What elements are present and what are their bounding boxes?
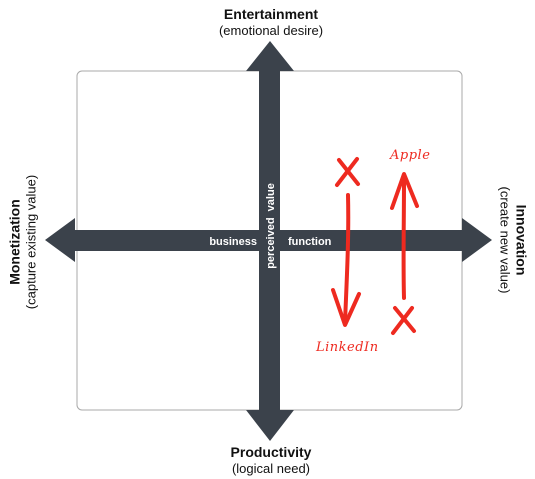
top-axis-subtitle: (emotional desire) xyxy=(218,23,324,38)
bottom-axis-label: Productivity (logical need) xyxy=(231,444,312,477)
cross-icon-bottom xyxy=(391,306,416,335)
bottom-axis-subtitle: (logical need) xyxy=(231,461,311,476)
axis-label-business: business xyxy=(209,236,257,248)
axis-label-function: function xyxy=(288,236,332,248)
linkedin-label: LinkedIn xyxy=(315,340,379,355)
down-arrow-annotation xyxy=(331,193,361,327)
vertical-axis-arrow xyxy=(246,41,294,441)
right-axis-title: Innovation xyxy=(513,204,530,276)
right-axis-subtitle: (create new value) xyxy=(497,186,513,294)
left-axis-subtitle: (capture existing value) xyxy=(23,174,39,310)
axis-label-perceived-value: perceived value xyxy=(265,183,277,269)
right-axis-label: Innovation (create new value) xyxy=(497,187,530,294)
left-axis-title: Monetization xyxy=(6,199,23,285)
up-arrow-annotation xyxy=(390,172,419,300)
top-axis-title: Entertainment xyxy=(223,6,319,22)
cross-icon-top xyxy=(335,157,360,187)
bottom-axis-title: Productivity xyxy=(230,444,312,460)
top-axis-label: Entertainment (emotional desire) xyxy=(219,6,323,39)
left-axis-label: Monetization (capture existing value) xyxy=(7,175,40,309)
apple-label: Apple xyxy=(389,148,430,163)
